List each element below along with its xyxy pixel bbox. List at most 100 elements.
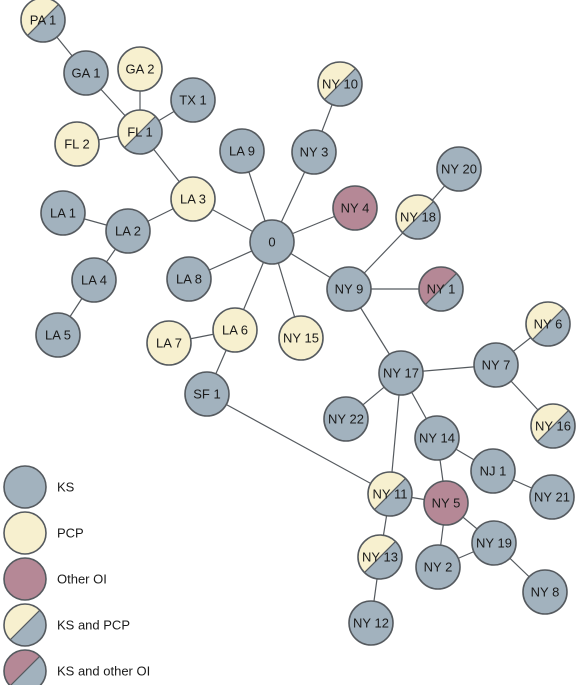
- node-fl-1: FL 1: [117, 109, 163, 155]
- node-label: LA 4: [81, 273, 107, 288]
- node-tx-1-fill: [171, 78, 215, 122]
- node-ny-9-fill: [327, 267, 371, 311]
- node-ny-7: NY 7: [473, 342, 519, 388]
- legend-swatch-ks-and-pcp-half-lower: [10, 610, 46, 646]
- node-label: NY 18: [400, 210, 436, 225]
- legend-swatch-ks-and-other-oi-half-lower: [10, 656, 46, 685]
- node-sf-1: SF 1: [184, 371, 230, 417]
- node-tx-1-ring: [170, 77, 216, 123]
- node-label: GA 1: [72, 66, 101, 81]
- node-ny-7-fill: [474, 343, 518, 387]
- node-ny-6-ring: [525, 301, 571, 347]
- node-fl-1-half-upper: [118, 110, 156, 148]
- legend-swatch-ks-and-pcp-divider: [9, 609, 41, 641]
- node-label: NY 12: [353, 616, 389, 631]
- node-ny-10-ring: [317, 61, 363, 107]
- legend-item-pcp: PCP: [3, 511, 84, 555]
- node-0-fill: [250, 220, 294, 264]
- node-ny-19: NY 19: [471, 520, 517, 566]
- legend-item-ks: KS: [3, 465, 75, 509]
- node-la-3-ring: [170, 176, 216, 222]
- node-ny-19-ring: [471, 520, 517, 566]
- node-0-ring: [249, 219, 295, 265]
- node-sf-1-fill: [185, 372, 229, 416]
- node-la-1-ring: [40, 190, 86, 236]
- legend-label: PCP: [57, 526, 84, 541]
- node-la-4-ring: [71, 257, 117, 303]
- legend-swatch-ks-and-other-oi-half-upper: [4, 650, 40, 685]
- node-ny-16-half-lower: [537, 410, 575, 448]
- node-ny-6-divider: [532, 308, 564, 340]
- node-ny-16-half-upper: [531, 404, 569, 442]
- node-label: NY 11: [373, 487, 408, 502]
- node-ny-12-fill: [349, 601, 393, 645]
- node-ny-4-ring: [332, 185, 378, 231]
- node-ny-8-ring: [522, 569, 568, 615]
- node-ga-1-fill: [64, 51, 108, 95]
- node-ny-10-half-lower: [324, 68, 362, 106]
- node-la-8-fill: [167, 257, 211, 301]
- node-pa-1-half-lower: [27, 4, 66, 43]
- node-label: NY 17: [383, 366, 419, 381]
- node-label: FL 2: [64, 137, 90, 152]
- node-ny-3-fill: [292, 130, 336, 174]
- node-label: NY 3: [300, 145, 329, 160]
- node-la-1: LA 1: [40, 190, 86, 236]
- edge-sf-1-to-ny-11: [206, 393, 391, 495]
- node-0: 0: [249, 219, 295, 265]
- node-label: NY 4: [341, 201, 370, 216]
- node-ny-22-fill: [324, 397, 368, 441]
- node-la-9-ring: [219, 128, 265, 174]
- node-label: NY 2: [424, 560, 453, 575]
- node-ny-22: NY 22: [323, 396, 369, 442]
- node-ny-13-half-lower: [364, 541, 402, 579]
- node-ny-18-ring: [395, 194, 441, 240]
- node-label: LA 1: [50, 206, 76, 221]
- node-ny-4: NY 4: [332, 185, 378, 231]
- node-ny-18: NY 18: [395, 194, 441, 240]
- node-ny-2-fill: [416, 545, 460, 589]
- legend-item-other-oi: Other OI: [3, 557, 107, 601]
- node-ny-8: NY 8: [522, 569, 568, 615]
- node-ny-13: NY 13: [357, 534, 403, 580]
- node-ny-1-half-upper: [419, 267, 457, 305]
- node-fl-2-fill: [55, 122, 99, 166]
- node-pa-1-ring: [20, 0, 66, 43]
- node-ny-1-ring: [418, 266, 464, 312]
- node-label: NY 10: [322, 77, 358, 92]
- node-label: NY 8: [531, 585, 560, 600]
- node-ny-14-fill: [415, 416, 459, 460]
- node-ny-11-ring: [367, 471, 413, 517]
- node-label: NY 22: [328, 412, 364, 427]
- node-ga-1: GA 1: [63, 50, 109, 96]
- node-ny-17-fill: [379, 351, 423, 395]
- node-ny-9-ring: [326, 266, 372, 312]
- legend-swatch-ks-and-pcp-half-upper: [4, 604, 40, 640]
- node-ny-21-fill: [530, 475, 574, 519]
- node-fl-1-divider: [124, 116, 156, 148]
- legend-item-ks-and-other-oi: KS and other OI: [3, 649, 150, 685]
- node-ny-6: NY 6: [525, 301, 571, 347]
- node-la-8-ring: [166, 256, 212, 302]
- node-label: NY 5: [432, 496, 461, 511]
- node-label: LA 3: [180, 192, 206, 207]
- node-fl-1-half-lower: [124, 116, 162, 154]
- legend-label: KS and other OI: [57, 664, 150, 679]
- node-la-5-fill: [36, 313, 80, 357]
- node-ny-1-half-lower: [425, 273, 463, 311]
- node-ga-2: GA 2: [117, 46, 163, 92]
- legend-swatch-ks-and-pcp-ring: [3, 603, 47, 647]
- node-ny-9: NY 9: [326, 266, 372, 312]
- node-ny-22-ring: [323, 396, 369, 442]
- node-la-5: LA 5: [35, 312, 81, 358]
- node-la-2: LA 2: [105, 208, 151, 254]
- node-la-1-fill: [41, 191, 85, 235]
- node-ny-4-fill: [333, 186, 377, 230]
- node-la-6-fill: [213, 308, 257, 352]
- node-ny-3-ring: [291, 129, 337, 175]
- node-label: NY 20: [441, 162, 477, 177]
- node-ny-11-half-lower: [374, 478, 412, 516]
- node-nj-1-ring: [470, 448, 516, 494]
